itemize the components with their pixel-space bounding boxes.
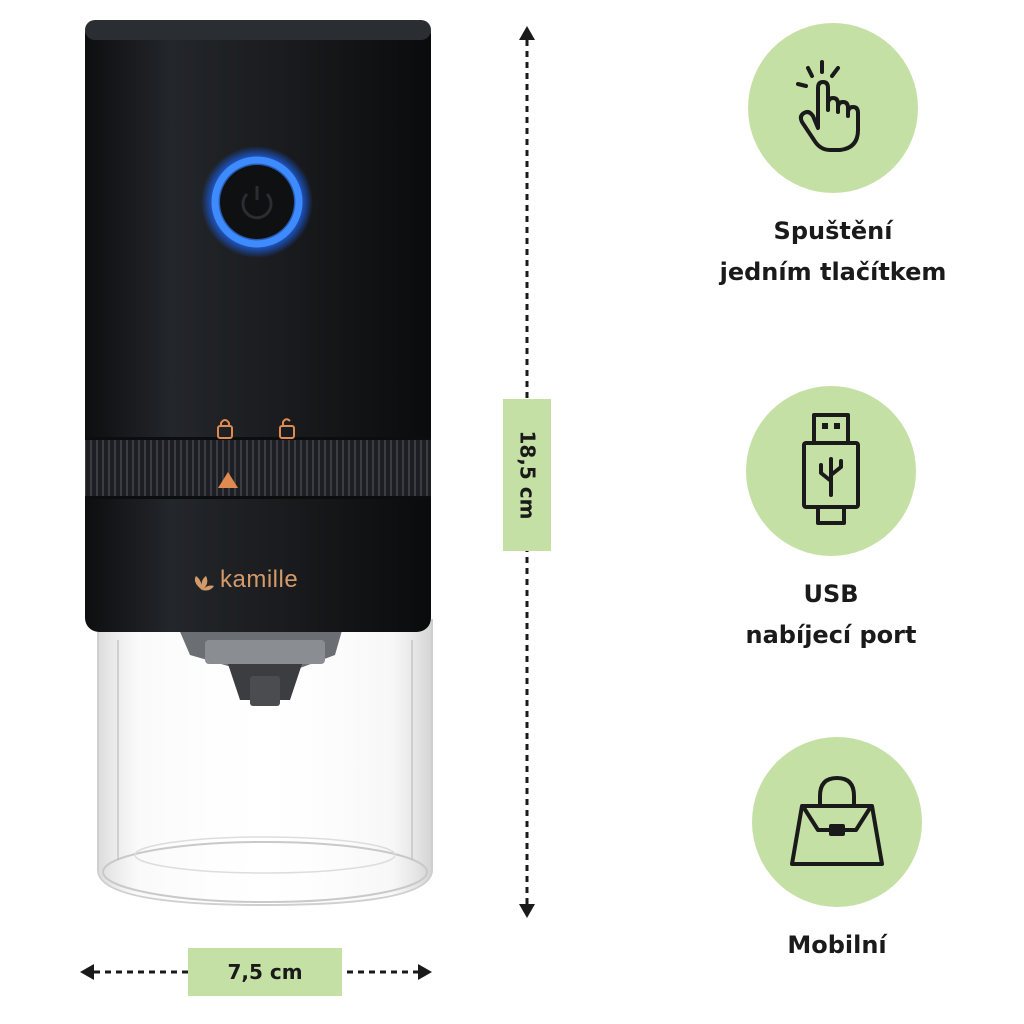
feature-label-line: USB [803,580,859,608]
width-dimension-label: 7,5 cm [188,948,342,996]
handbag-icon [790,776,884,866]
feature-label-line: Mobilní [787,931,887,959]
feature-circle [748,23,918,193]
feature-label: Mobilní [677,925,997,966]
usb-plug-icon [802,413,860,525]
feature-circle [752,737,922,907]
feature-label-line: nabíjecí port [745,620,917,649]
brand-name: kamille [220,566,299,593]
feature-label: Spuštění jedním tlačítkem [673,211,993,293]
lock-open-icon [279,418,295,439]
width-value: 7,5 cm [227,960,303,984]
lock-closed-icon [217,419,233,439]
height-dimension-label: 18,5 cm [503,399,551,551]
feature-usb-charging: USB nabíjecí port [671,386,991,656]
height-value: 18,5 cm [515,430,540,520]
feature-label: USB nabíjecí port [671,574,991,656]
touch-hand-icon [796,60,860,152]
feature-mobile: Mobilní [677,737,997,966]
power-icon [241,186,273,220]
feature-label-line: Spuštění [773,217,893,245]
brand-leaf-icon [194,576,214,591]
grinder-body [85,20,431,632]
power-button[interactable] [201,146,313,258]
brand-logo: kamille [220,566,298,594]
feature-circle [746,386,916,556]
glass-container [97,619,433,907]
feature-label-line: jedním tlačítkem [719,257,947,286]
width-arrow [80,964,432,980]
feature-one-button: Spuštění jedním tlačítkem [673,23,993,293]
